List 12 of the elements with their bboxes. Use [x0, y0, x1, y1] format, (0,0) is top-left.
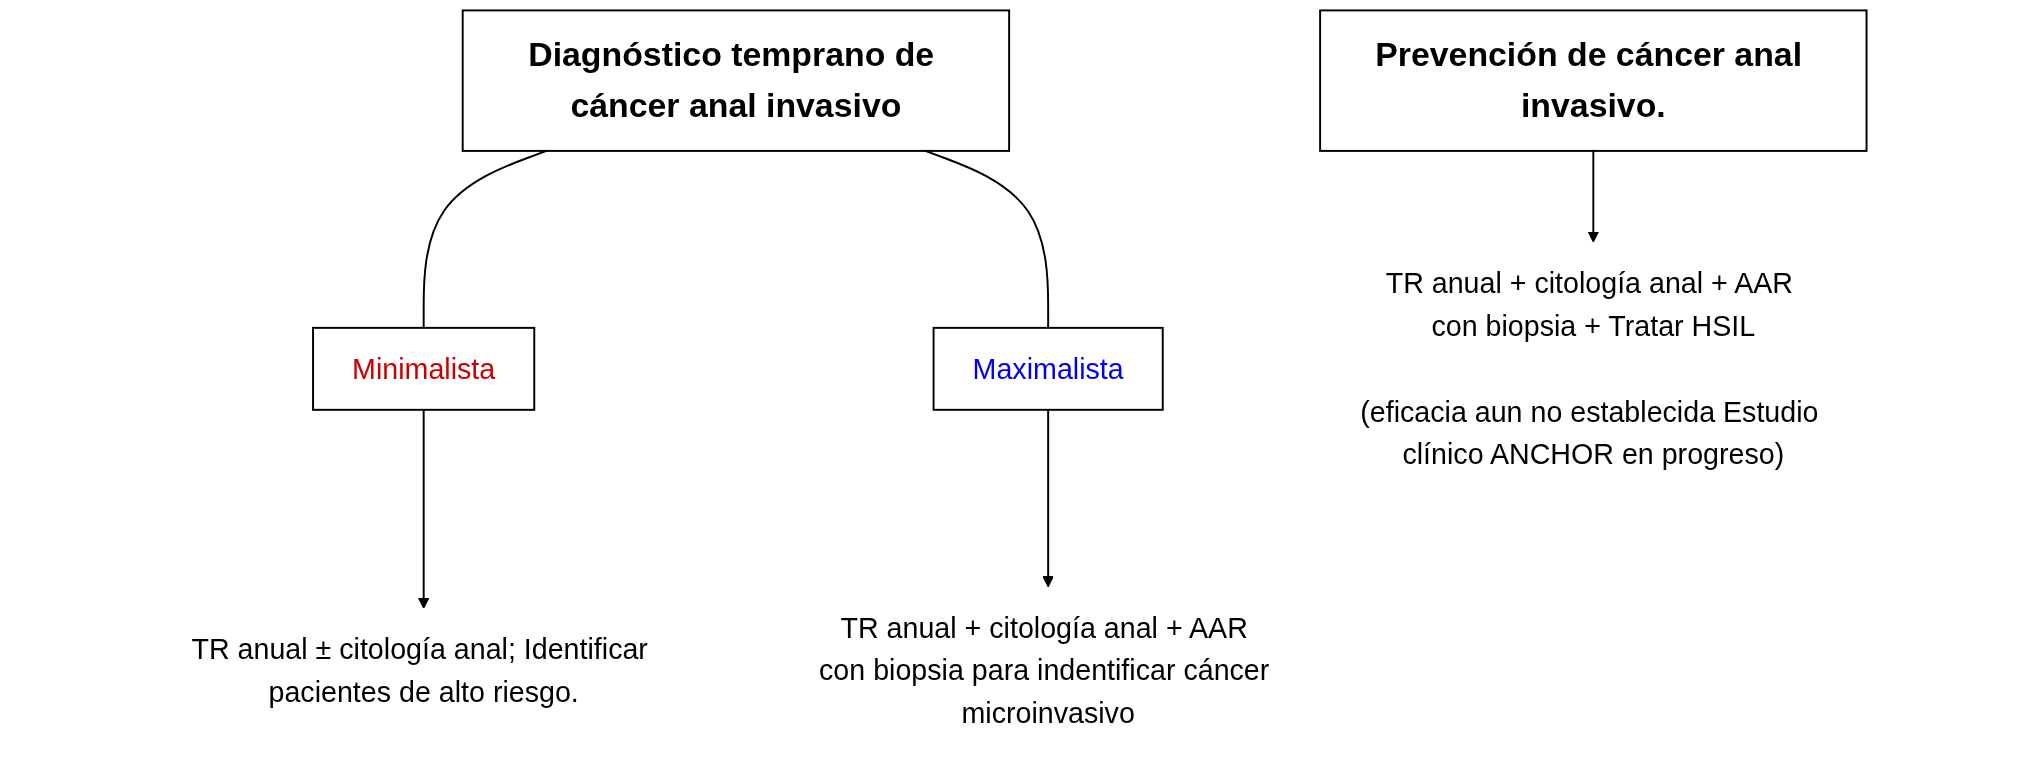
arrow — [417, 408, 430, 609]
node-box: Diagnóstico temprano de cáncer anal invasivo — [461, 9, 1011, 152]
connector — [422, 149, 548, 329]
node-text: TR anual + citología anal + AAR con biopsia para indentificar cáncer microinvasivo — [819, 611, 1270, 730]
connector — [924, 149, 1050, 329]
node-text: TR anual + citología anal + AAR con biopsia + Tratar HSIL (eficacia aun no establecida Estudio clínico ANCHOR en progreso) — [1360, 266, 1819, 471]
node-box: Minimalista — [312, 326, 536, 411]
node-text: TR anual ± citología anal; Identificar pacientes de alto riesgo. — [191, 632, 648, 709]
node-box: Prevención de cáncer anal invasivo. — [1319, 9, 1868, 152]
node-box: Maximalista — [932, 326, 1164, 411]
arrow — [1587, 149, 1600, 243]
arrow — [1042, 408, 1054, 588]
